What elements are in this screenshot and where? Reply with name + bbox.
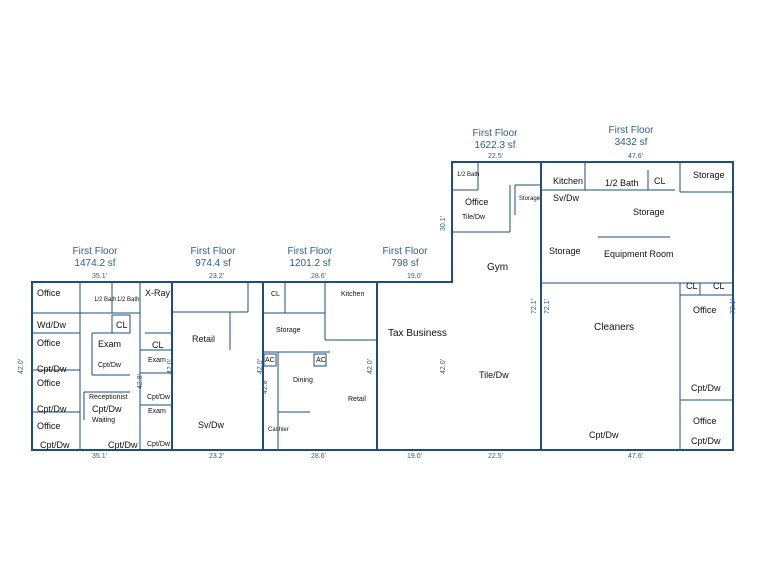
room-kitchen: Kitchen — [553, 176, 584, 186]
floor-tile: Tile/Dw — [462, 214, 486, 221]
room-dining: Dining — [293, 377, 313, 384]
room-retail: Retail — [192, 334, 216, 344]
dim-u4-top: 19.0' — [407, 273, 422, 280]
room-wd: Wd/Dw — [37, 320, 66, 330]
room-storage: Storage — [519, 196, 541, 202]
room-storage: Storage — [276, 327, 301, 334]
floor-cpt: Cpt/Dw — [108, 440, 138, 450]
unit6-area: 3432 sf — [614, 137, 648, 148]
room-cl: CL — [654, 176, 666, 186]
unit1-header: First Floor 1474.2 sf — [55, 246, 135, 270]
dim-u3-top: 28.6' — [311, 273, 326, 280]
room-exam: Exam — [148, 408, 166, 415]
unit6-header: First Floor 3432 sf — [596, 125, 666, 149]
dim-u6-bottom: 47.6' — [628, 453, 643, 460]
room-office: Office — [693, 416, 717, 426]
floor-title: First Floor — [190, 246, 236, 257]
room-cl: CL — [713, 281, 725, 291]
dim-exam: 42.8' — [136, 374, 144, 389]
room-retail: Retail — [348, 396, 366, 403]
unit5-header: First Floor 1622.3 sf — [460, 128, 530, 152]
floor-title: First Floor — [72, 246, 118, 257]
room-receptionist: Receptionist — [89, 394, 128, 401]
dim-u3-inner: 42.8' — [261, 379, 269, 394]
room-office: Office — [693, 305, 717, 315]
room-exam: Exam — [98, 339, 122, 349]
dim-u2-top: 23.2' — [209, 273, 224, 280]
unit4-area: 798 sf — [391, 258, 419, 269]
room-ac: AC — [265, 357, 275, 364]
unit2-header: First Floor 974.4 sf — [178, 246, 248, 270]
dim-u6-left: 72.1' — [543, 299, 551, 314]
dim-u1-depth: 42.0' — [17, 359, 25, 374]
dim-u4-bottom: 19.0' — [407, 453, 422, 460]
floor-cpt: Cpt/Dw — [37, 404, 67, 414]
room-cashier: Cashier — [268, 427, 289, 433]
unit3-header: First Floor 1201.2 sf — [275, 246, 345, 270]
room-cleaners: Cleaners — [594, 322, 635, 333]
dim-u3-depth: 42.0' — [256, 359, 264, 374]
room-half-bath: 1/2 Bath — [117, 297, 140, 303]
dim-u2-depth: 42.0' — [166, 359, 174, 374]
floor-cpt: Cpt/Dw — [589, 430, 619, 440]
dim-u6-right: 72.1' — [729, 299, 737, 314]
floor-sv: Sv/Dw — [198, 420, 225, 430]
room-cl: CL — [152, 340, 164, 350]
floor-cpt: Cpt/Dw — [691, 436, 721, 446]
floor-cpt: Cpt/Dw — [147, 441, 170, 448]
room-tax-business: Tax Business — [388, 328, 447, 339]
dim-u1-top: 35.1' — [92, 273, 107, 280]
room-gym: Gym — [487, 262, 509, 273]
floor-title: First Floor — [382, 246, 428, 257]
room-office: Office — [37, 288, 61, 298]
room-storage: Storage — [693, 170, 725, 180]
room-half-bath: 1/2 Bath — [605, 178, 639, 188]
unit1-area: 1474.2 sf — [74, 258, 116, 269]
room-office: Office — [37, 421, 61, 431]
room-ac: AC — [316, 357, 326, 364]
floor-cpt: Cpt/Dw — [98, 362, 121, 369]
floor-tile: Tile/Dw — [479, 370, 509, 380]
floor-cpt: Cpt/Dw — [40, 440, 70, 450]
dim-u5-lower: 72.1' — [530, 299, 538, 314]
floor-cpt: Cpt/Dw — [92, 404, 122, 414]
unit3-area: 1201.2 sf — [289, 258, 331, 269]
dim-u4-depth: 42.0' — [366, 359, 374, 374]
dim-u1-bottom: 35.1' — [92, 453, 107, 460]
dim-u6-top: 47.6' — [628, 153, 643, 160]
floor-cpt: Cpt/Dw — [691, 383, 721, 393]
dim-u2-bottom: 23.2' — [209, 453, 224, 460]
room-xray: X-Ray — [145, 288, 171, 298]
room-storage: Storage — [633, 207, 665, 217]
floor-title: First Floor — [608, 125, 654, 136]
room-waiting: Waiting — [92, 417, 116, 424]
floor-cpt: Cpt/Dw — [147, 394, 170, 401]
unit2-area: 974.4 sf — [195, 258, 231, 269]
room-half-bath: 1/2 Bath — [94, 297, 117, 303]
unit4-header: First Floor 798 sf — [370, 246, 440, 270]
room-office: Office — [465, 197, 489, 207]
room-cl: CL — [686, 281, 698, 291]
floor-cpt: Cpt/Dw — [37, 364, 67, 374]
dim-u5-upper: 30.1' — [439, 216, 447, 231]
room-kitchen: Kitchen — [341, 291, 365, 298]
dim-u5-top: 22.5' — [488, 153, 503, 160]
room-equipment: Equipment Room — [604, 249, 674, 259]
floor-title: First Floor — [287, 246, 333, 257]
room-half-bath: 1/2 Bath — [457, 172, 480, 178]
dim-u5-depth: 42.0' — [439, 359, 447, 374]
floor-title: First Floor — [472, 128, 518, 139]
room-storage: Storage — [549, 246, 581, 256]
floor-sv: Sv/Dw — [553, 193, 580, 203]
room-exam: Exam — [148, 357, 166, 364]
dim-u5-bottom: 22.5' — [488, 453, 503, 460]
room-office: Office — [37, 378, 61, 388]
unit5-area: 1622.3 sf — [474, 140, 516, 151]
room-office: Office — [37, 338, 61, 348]
room-cl: CL — [116, 320, 128, 330]
room-cl: CL — [271, 291, 280, 298]
dim-u3-bottom: 28.6' — [311, 453, 326, 460]
